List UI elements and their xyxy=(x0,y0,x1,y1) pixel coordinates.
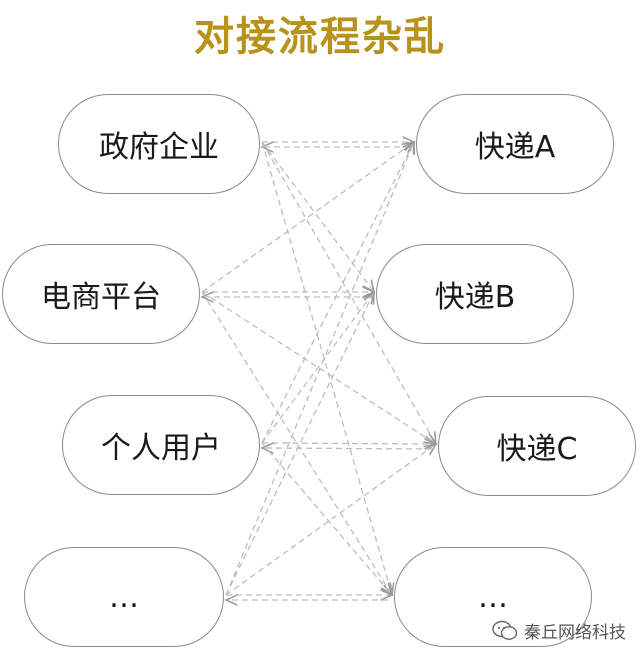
node-label: 个人用户 xyxy=(101,431,221,466)
node-label: 政府企业 xyxy=(99,130,219,165)
connector-2-1 xyxy=(261,292,374,444)
node-left-0: 政府企业 xyxy=(58,94,260,194)
connector-0-2 xyxy=(261,141,436,444)
connector-3-1 xyxy=(225,292,374,596)
node-label: … xyxy=(478,579,508,615)
node-label: 电商平台 xyxy=(41,280,161,315)
connector-2-0 xyxy=(261,142,414,444)
node-label: 快递C xyxy=(496,432,578,467)
connector-3-0 xyxy=(225,142,414,596)
node-right-0: 快递A xyxy=(416,94,614,194)
watermark-text: 秦丘网络科技 xyxy=(524,623,626,643)
node-left-3: … xyxy=(24,547,224,647)
node-left-2: 个人用户 xyxy=(62,395,260,495)
connector-1-2 xyxy=(201,291,436,444)
node-label: 快递A xyxy=(474,130,556,165)
node-left-1: 电商平台 xyxy=(2,244,200,344)
connector-2-2 xyxy=(261,443,436,444)
node-label: … xyxy=(109,579,139,615)
connector-back-2-2 xyxy=(262,448,433,449)
node-right-1: 快递B xyxy=(376,244,574,344)
connector-3-2 xyxy=(225,444,436,596)
connector-0-1 xyxy=(261,141,374,292)
diagram-title: 对接流程杂乱 xyxy=(194,14,446,60)
wechat-icon xyxy=(492,620,518,640)
connector-2-3 xyxy=(261,442,392,595)
node-right-2: 快递C xyxy=(438,396,636,496)
node-label: 快递B xyxy=(434,280,516,315)
watermark: 秦丘网络科技 xyxy=(492,618,626,643)
connector-1-0 xyxy=(201,142,414,293)
connector-0-3 xyxy=(261,141,392,595)
